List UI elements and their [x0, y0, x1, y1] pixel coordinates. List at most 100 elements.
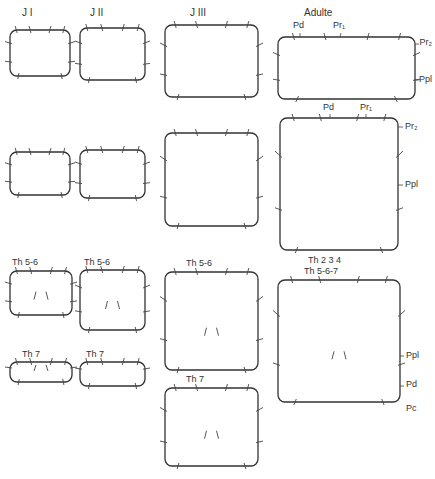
seta — [68, 163, 75, 165]
seta — [399, 33, 401, 40]
seta — [18, 192, 19, 198]
seta — [247, 21, 249, 28]
seta — [143, 311, 150, 312]
seta — [160, 297, 167, 302]
seta — [247, 384, 249, 391]
seta-label: Th 2 3 4 — [308, 256, 341, 265]
seta — [273, 311, 280, 317]
seta-label: Ppl — [406, 351, 419, 360]
seta — [244, 367, 246, 373]
seta — [88, 383, 89, 389]
seta — [86, 266, 88, 273]
seta — [46, 365, 48, 371]
seta — [75, 311, 82, 312]
seta — [294, 399, 296, 405]
seta-label: Pr₂ — [420, 38, 433, 47]
seta — [256, 441, 263, 443]
seta-label: Pr₂ — [405, 122, 418, 131]
seta — [15, 26, 17, 33]
leader-line — [330, 114, 331, 118]
seta-label: Th 7 — [22, 350, 40, 359]
dorsal-plate — [165, 25, 258, 97]
seta — [174, 268, 176, 275]
seta — [396, 208, 403, 211]
seta — [5, 282, 12, 284]
seta — [86, 358, 88, 365]
seta — [256, 196, 263, 198]
seta — [18, 379, 19, 385]
seta — [292, 114, 294, 121]
seta — [70, 300, 77, 302]
seta — [357, 114, 359, 121]
seta-label: Pc — [406, 404, 417, 413]
seta-label: Pd — [406, 380, 417, 389]
seta — [143, 63, 150, 64]
seta — [273, 79, 280, 80]
seta — [225, 21, 227, 28]
seta — [61, 192, 62, 198]
seta — [143, 41, 150, 44]
leader-line — [400, 356, 404, 357]
seta — [205, 328, 207, 336]
seta — [63, 26, 65, 33]
seta-label: Pr₁ — [333, 21, 345, 30]
seta-label: Ppl — [419, 75, 432, 84]
seta — [88, 195, 89, 201]
seta — [357, 276, 359, 283]
seta — [247, 129, 249, 136]
seta — [75, 182, 82, 184]
seta — [49, 26, 51, 33]
seta — [413, 53, 420, 56]
seta — [137, 358, 139, 365]
seta — [122, 24, 124, 31]
seta — [174, 129, 176, 136]
seta — [394, 96, 397, 102]
dorsal-plate — [278, 280, 400, 402]
seta — [174, 384, 176, 391]
seta — [256, 156, 263, 161]
seta — [244, 463, 246, 469]
seta — [174, 21, 176, 28]
seta — [177, 94, 179, 100]
seta — [88, 327, 89, 333]
seta — [106, 301, 108, 309]
seta — [256, 408, 263, 412]
seta — [30, 358, 32, 365]
seta — [34, 292, 36, 300]
seta — [135, 195, 136, 201]
seta — [380, 247, 382, 253]
seta — [196, 268, 198, 275]
seta — [135, 327, 136, 333]
seta — [18, 73, 19, 79]
leader-line — [398, 185, 403, 186]
seta — [63, 312, 64, 318]
seta — [247, 268, 249, 275]
leader-line — [300, 33, 301, 37]
seta — [122, 146, 124, 153]
seta — [30, 267, 32, 274]
seta — [143, 182, 150, 184]
stage-heading: J II — [90, 8, 103, 18]
seta — [75, 285, 82, 288]
leader-line — [415, 80, 419, 81]
dorsal-plate — [165, 133, 258, 226]
seta — [244, 223, 246, 229]
seta — [413, 79, 420, 80]
seta — [5, 181, 12, 183]
seta — [196, 129, 198, 136]
seta — [273, 53, 280, 56]
dorsal-plate — [280, 118, 398, 250]
seta-label: Th 7 — [186, 375, 204, 384]
seta — [29, 26, 31, 33]
seta — [68, 181, 75, 183]
leader-line — [400, 386, 404, 387]
seta — [256, 43, 263, 47]
seta — [319, 114, 321, 121]
seta — [75, 162, 82, 164]
seta — [75, 368, 82, 369]
seta-label: Th 5-6 — [84, 258, 110, 267]
dorsal-plate — [80, 270, 145, 330]
dorsal-plate — [278, 37, 415, 99]
seta — [15, 148, 17, 155]
